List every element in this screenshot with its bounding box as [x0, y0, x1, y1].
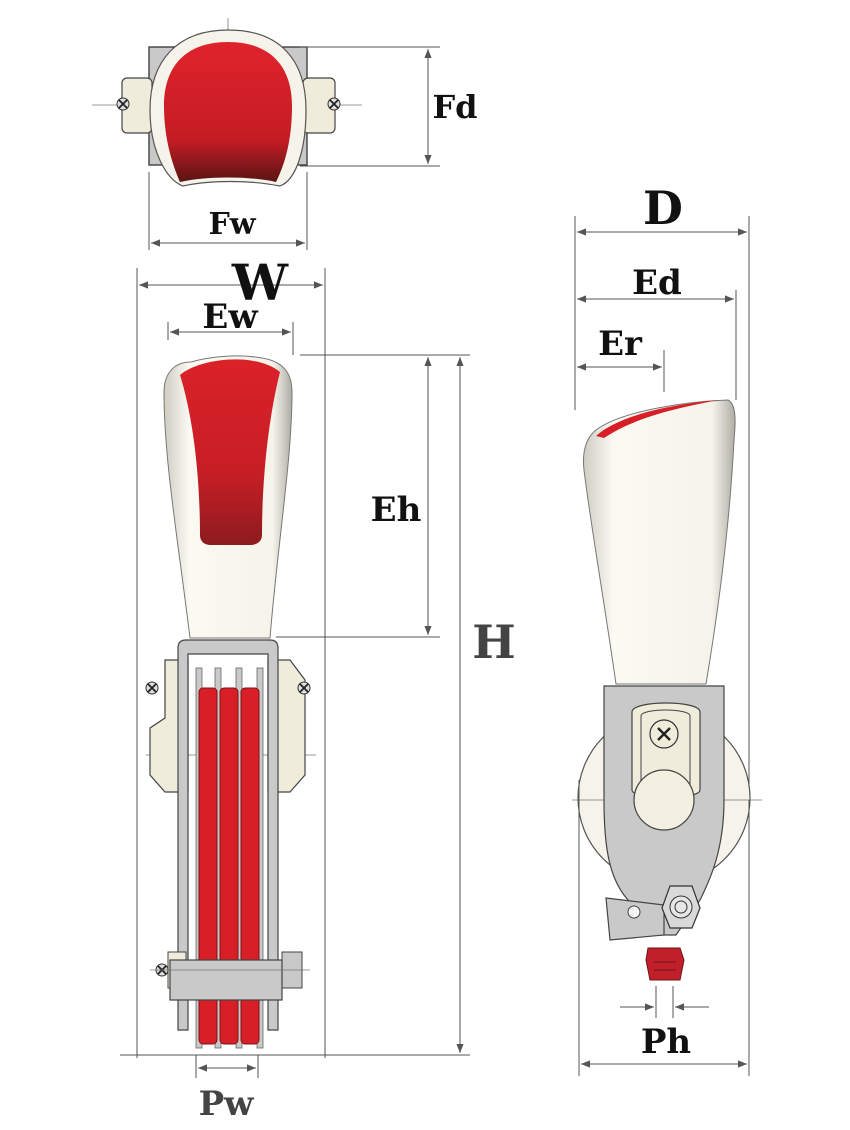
ew-label: Ew	[202, 297, 258, 337]
side-red-plug	[645, 947, 685, 981]
front-right-screw-icon	[297, 681, 311, 695]
er-label: Er	[598, 324, 643, 364]
ph-label: Ph	[641, 1022, 691, 1062]
left-screw-icon	[116, 97, 130, 111]
side-lever-handle	[583, 399, 736, 685]
red-fin-1	[198, 687, 218, 1045]
side-view: D Ed Er Ph	[572, 181, 762, 1076]
lever-red-insert	[180, 359, 280, 545]
front-left-screw-icon	[145, 681, 159, 695]
side-hex-nut-icon	[661, 885, 701, 929]
eh-label: Eh	[371, 490, 422, 530]
d-label: D	[643, 181, 683, 235]
top-view: Fw Fd	[92, 18, 478, 250]
top-knob-red-insert	[164, 42, 292, 182]
side-lock-tab	[605, 897, 665, 941]
w-label: W	[231, 253, 289, 312]
h-label: H	[472, 615, 515, 669]
pw-label: Pw	[199, 1084, 255, 1124]
side-lock-hole	[627, 905, 641, 919]
red-fin-2	[219, 687, 239, 1045]
fd-label: Fd	[432, 88, 477, 126]
red-fin-3	[240, 687, 260, 1045]
side-lever-red-edge	[596, 400, 718, 438]
right-screw-icon	[327, 97, 341, 111]
side-screw-icon	[649, 719, 679, 749]
ed-label: Ed	[632, 263, 682, 303]
front-view: W Ew Eh H	[120, 253, 516, 1124]
side-pivot-bushing	[633, 769, 695, 831]
fw-label: Fw	[208, 207, 256, 242]
bottom-clamp-bar	[169, 959, 283, 1001]
